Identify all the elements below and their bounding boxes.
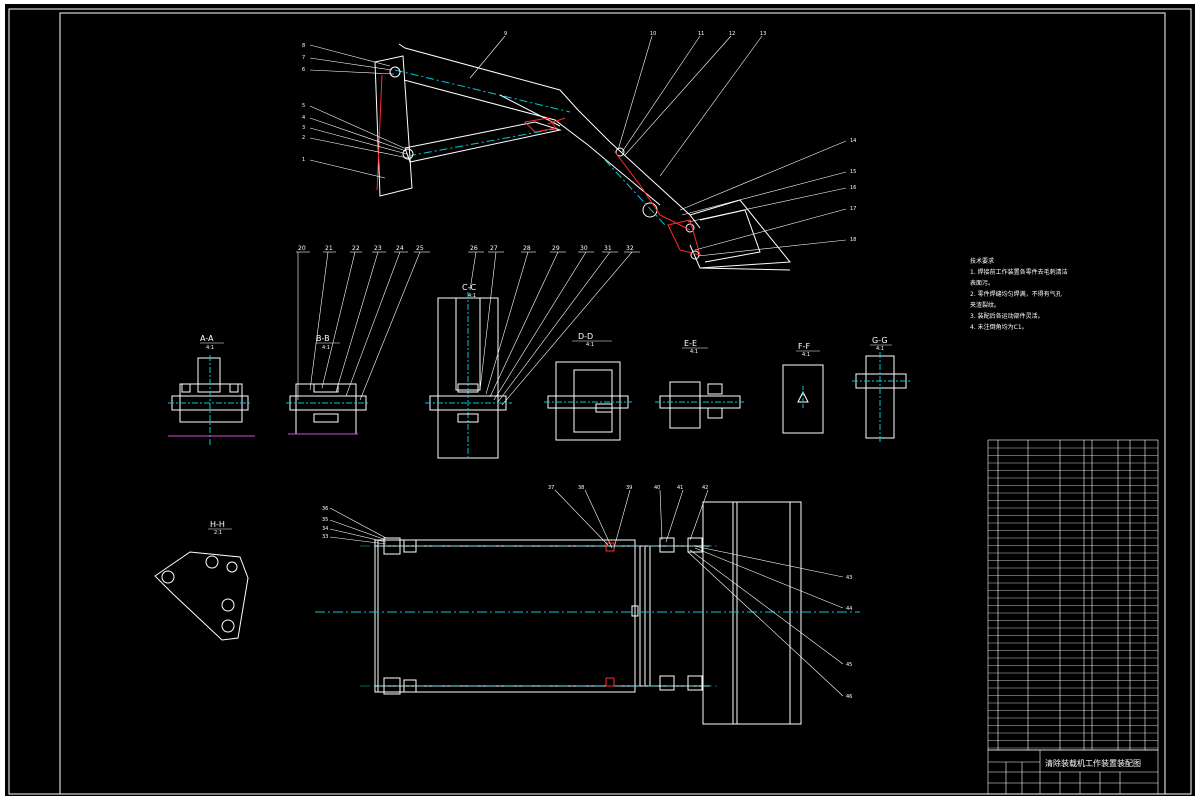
section-f-f: F-F 4:1: [782, 342, 824, 434]
part-34-label: 34: [322, 526, 328, 532]
part-43-label: 43: [846, 575, 852, 581]
part-42-label: 42: [702, 485, 708, 491]
part-31-label: 31: [604, 245, 612, 252]
notes-heading: 技术要求: [970, 258, 995, 265]
cad-canvas: 8 7 6 5 4 3 2 1 9 10 11 12 13 14 15 16 1…: [5, 4, 1195, 796]
note-line: 夹渣裂纹。: [970, 302, 1001, 309]
part-11-label: 11: [698, 31, 704, 37]
part-23-label: 23: [374, 245, 382, 252]
parts-list-rows: [988, 447, 1158, 749]
part-24-label: 24: [396, 245, 404, 252]
section-f-f-scale: 4:1: [802, 352, 810, 358]
part-41-label: 41: [677, 485, 683, 491]
section-h-h-scale: 2:1: [214, 530, 222, 536]
part-46-label: 46: [846, 694, 852, 700]
part-18-label: 18: [850, 237, 856, 243]
labels-top-right: 9 10 11 12 13 14 15 16 17 18: [504, 31, 856, 243]
cad-drawing: 8 7 6 5 4 3 2 1 9 10 11 12 13 14 15 16 1…: [8, 8, 1192, 795]
part-13-label: 13: [760, 31, 766, 37]
part-4-label: 4: [302, 115, 305, 121]
section-b-b: B-B 4:1: [286, 334, 370, 435]
part-3-label: 3: [302, 125, 305, 131]
part-2-label: 2: [302, 135, 305, 141]
parts-list-table: [987, 439, 1159, 751]
leaders-top-right: [469, 35, 847, 257]
part-29-label: 29: [552, 245, 560, 252]
part-10-label: 10: [650, 31, 656, 37]
section-d-d-scale: 4:1: [586, 342, 594, 348]
part-26-label: 26: [470, 245, 478, 252]
section-a-a: A-A 4:1: [168, 334, 255, 445]
part-12-label: 12: [729, 31, 735, 37]
elevation-view: [374, 43, 791, 271]
section-e-e-scale: 4:1: [690, 349, 698, 355]
section-e-e: E-E 4:1: [655, 339, 744, 429]
section-b-b-scale: 4:1: [322, 345, 330, 351]
part-44-label: 44: [846, 606, 852, 612]
labels-middle: 20 21 22 23 24 25 26 27 28 29 30 31 32: [298, 245, 634, 252]
drawing-frame: [59, 12, 1166, 795]
section-e-e-label: E-E: [684, 339, 697, 348]
labels-top-left: 8 7 6 5 4 3 2 1: [302, 43, 305, 163]
part-27-label: 27: [490, 245, 498, 252]
part-28-label: 28: [523, 245, 531, 252]
drawing-title: 清除装载机工作装置装配图: [1045, 758, 1141, 768]
note-line: 1. 焊接前工作装置各零件去毛刺清洁: [970, 269, 1068, 276]
section-c-c-label: C-C: [462, 283, 476, 292]
part-38-label: 38: [578, 485, 584, 491]
part-5-label: 5: [302, 103, 305, 109]
part-9-label: 9: [504, 31, 507, 37]
part-7-label: 7: [302, 55, 305, 61]
section-c-c: C-C 4:1: [425, 283, 512, 460]
section-g-g: G-G 4:1: [852, 336, 910, 444]
part-36-label: 36: [322, 506, 328, 512]
part-14-label: 14: [850, 138, 856, 144]
leaders-top-left: [309, 44, 409, 179]
leaders-plan: [329, 489, 844, 697]
note-line: 2. 零件焊缝均匀焊满，不得有气孔: [970, 291, 1062, 298]
section-a-a-scale: 4:1: [206, 345, 214, 351]
part-39-label: 39: [626, 485, 632, 491]
section-c-c-scale: 4:1: [468, 293, 476, 299]
section-h-h-label: H-H: [210, 520, 225, 529]
part-40-label: 40: [654, 485, 660, 491]
section-g-g-label: G-G: [872, 336, 888, 345]
section-f-f-label: F-F: [798, 342, 810, 351]
section-d-d-label: D-D: [578, 332, 593, 341]
note-line: 4. 未注倒角均为C1。: [970, 324, 1028, 331]
title-block: [987, 749, 1159, 795]
part-45-label: 45: [846, 662, 852, 668]
section-g-g-scale: 4:1: [876, 346, 884, 352]
part-8-label: 8: [302, 43, 305, 49]
part-37-label: 37: [548, 485, 554, 491]
part-20-label: 20: [298, 245, 306, 252]
note-line: 表面污。: [970, 280, 995, 287]
part-22-label: 22: [352, 245, 360, 252]
note-line: 3. 装配后各运动部件灵活。: [970, 313, 1044, 320]
part-33-label: 33: [322, 534, 328, 540]
part-35-label: 35: [322, 517, 328, 523]
part-30-label: 30: [580, 245, 588, 252]
part-32-label: 32: [626, 245, 634, 252]
section-a-a-label: A-A: [200, 334, 214, 343]
part-25-label: 25: [416, 245, 424, 252]
part-21-label: 21: [325, 245, 333, 252]
part-15-label: 15: [850, 169, 856, 175]
part-6-label: 6: [302, 67, 305, 73]
part-16-label: 16: [850, 185, 856, 191]
part-1-label: 1: [302, 157, 305, 163]
technical-notes: 技术要求 1. 焊接前工作装置各零件去毛刺清洁 表面污。 2. 零件焊缝均匀焊满…: [970, 256, 1070, 333]
part-17-label: 17: [850, 206, 856, 212]
plan-view: [315, 501, 860, 725]
leaders-middle: [296, 251, 640, 406]
labels-plan: 36 35 34 33 37 38 39 40 41 42 43 44 45 4…: [322, 485, 852, 700]
section-h-h: H-H 2:1: [154, 520, 249, 641]
section-d-d: D-D 4:1: [544, 332, 632, 441]
section-b-b-label: B-B: [316, 334, 330, 343]
